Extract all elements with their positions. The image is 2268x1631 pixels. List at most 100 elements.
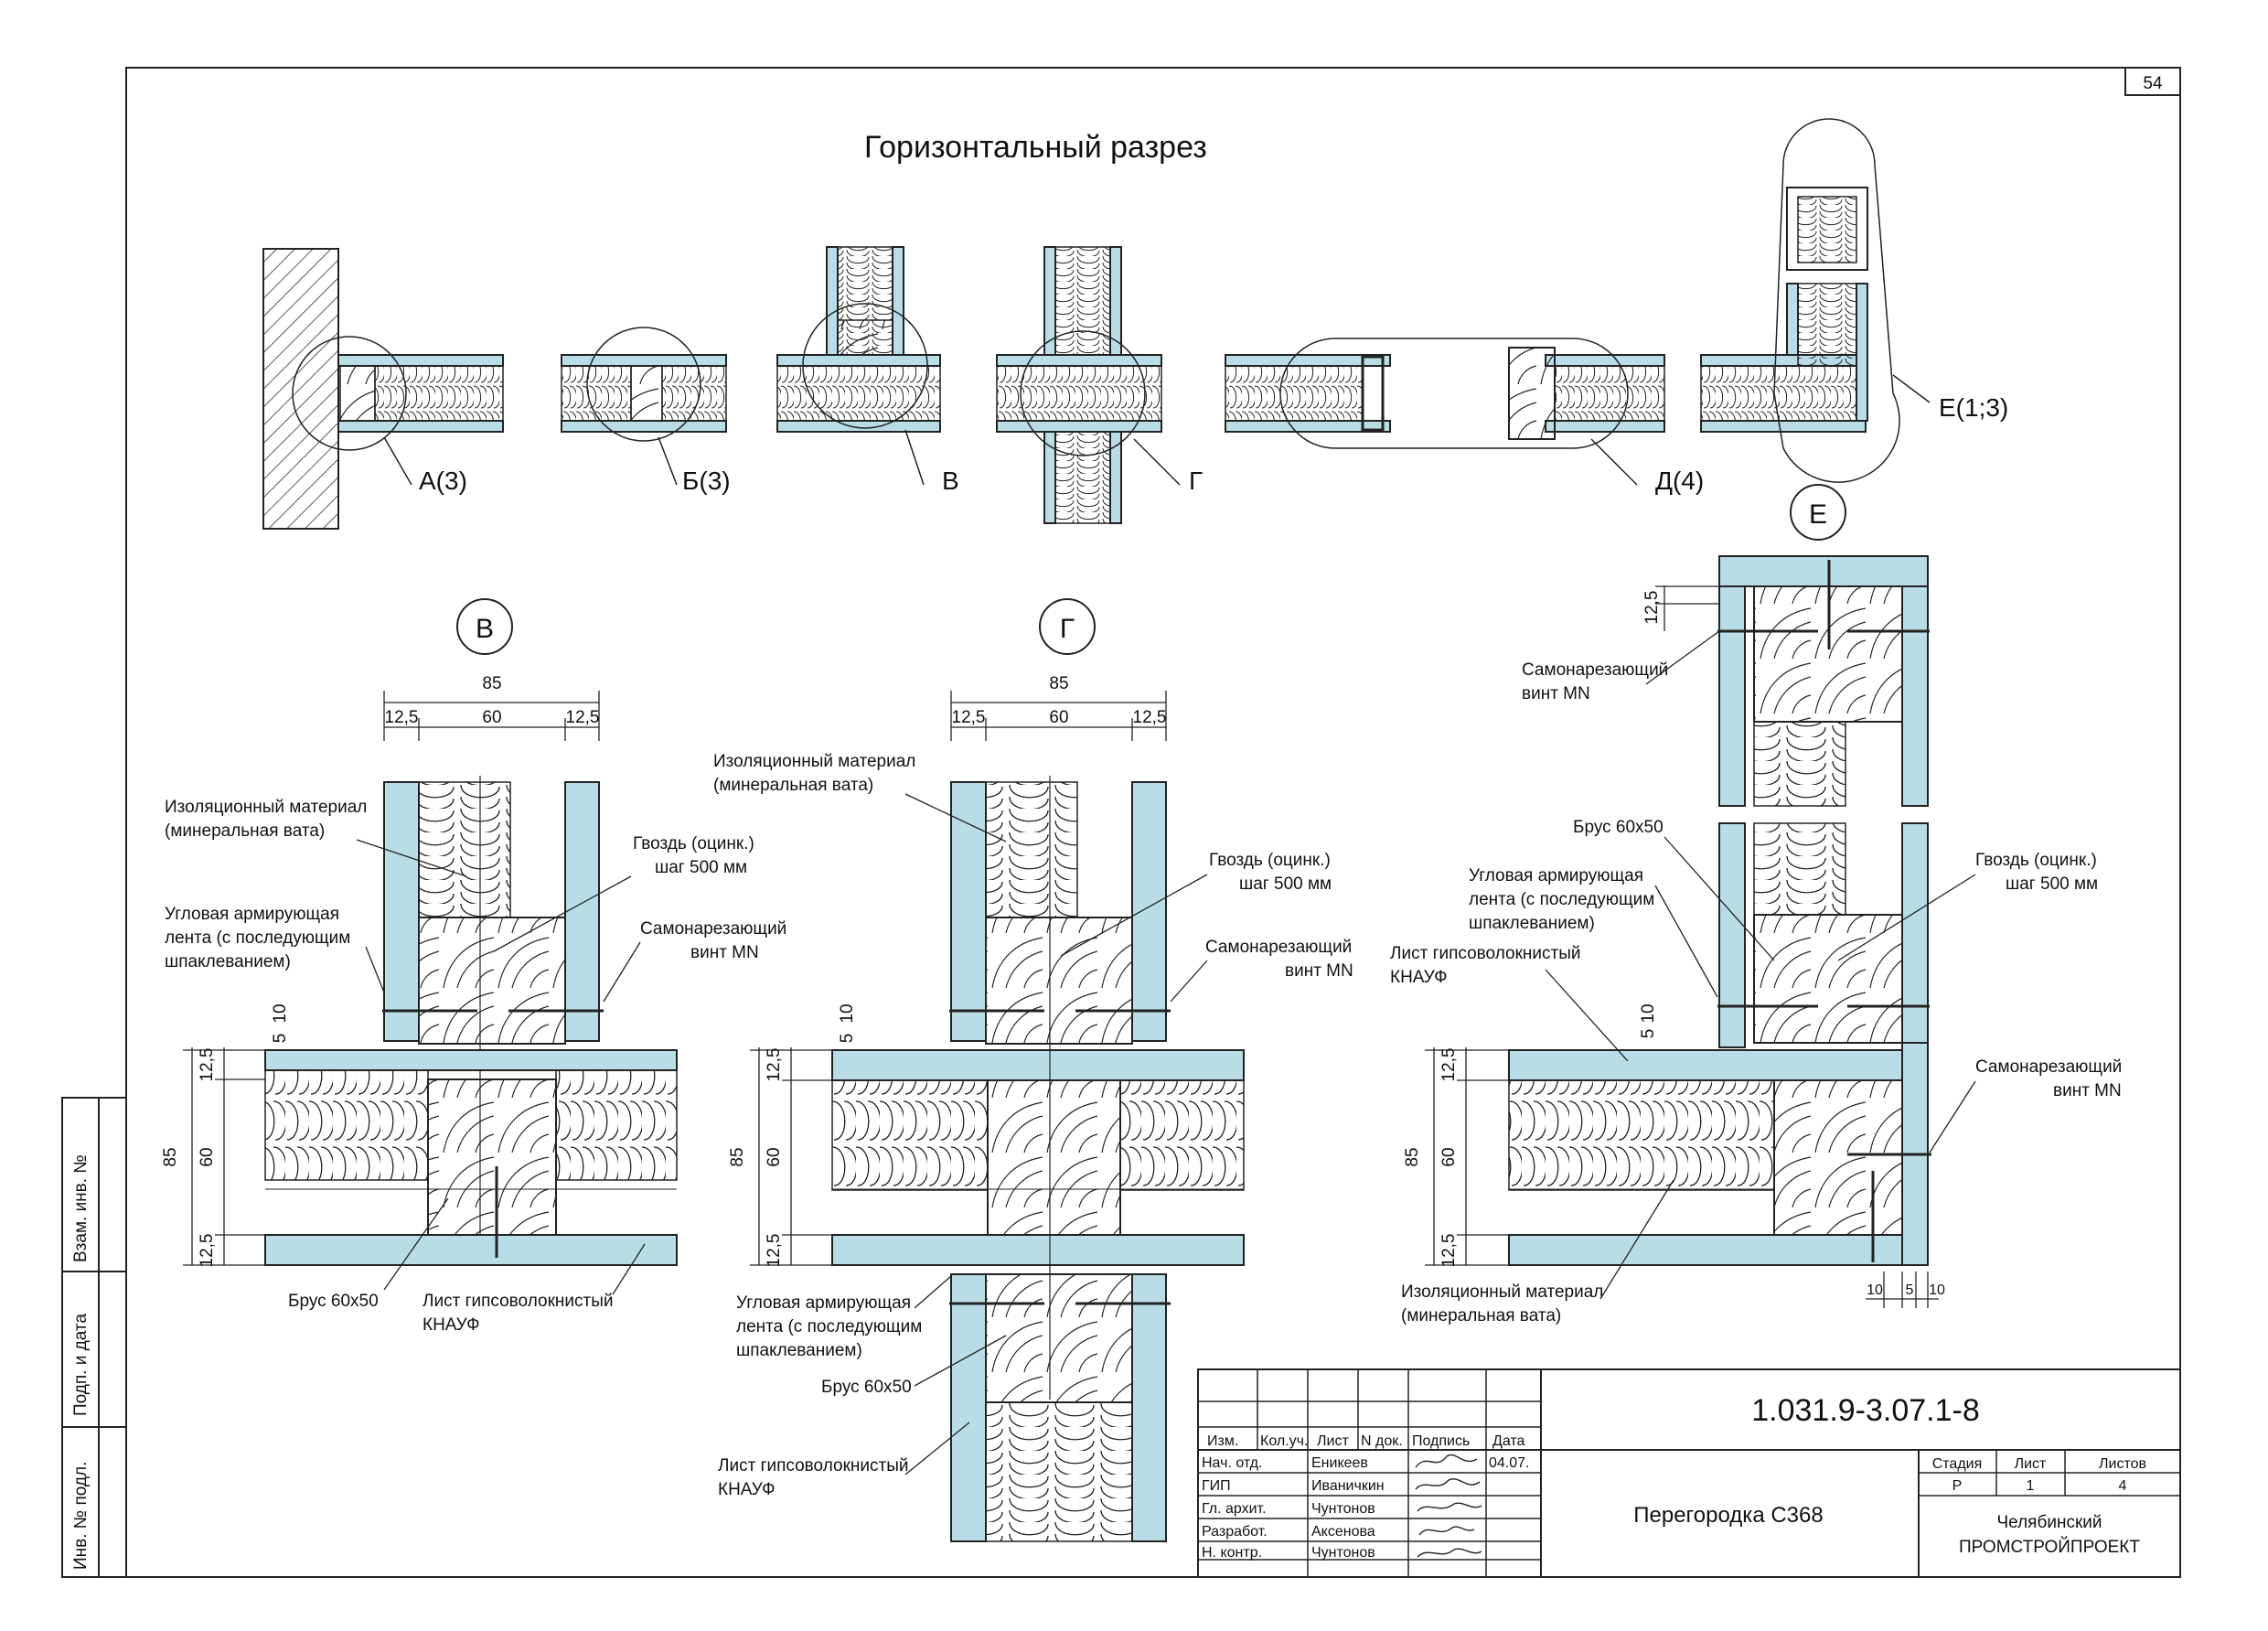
dim-g-h-bottom: 12,5: [765, 1234, 784, 1268]
dim-v-h-core: 60: [198, 1147, 217, 1166]
e-screw-top-1: Самонарезающий: [1522, 660, 1668, 680]
dim-g-gap5: 5: [838, 1034, 857, 1044]
detail-g: Г 85 12,5 60 12,5 85 60: [713, 598, 1353, 1542]
sheet-hdr: Лист: [2015, 1456, 2047, 1472]
row-role: ГИП: [1202, 1478, 1231, 1494]
dim-e-gap10: 10: [1639, 1003, 1658, 1023]
e-screw-right-1: Самонарезающий: [1975, 1057, 2122, 1077]
dim-e-gap5: 5: [1639, 1029, 1658, 1039]
row-role: Гл. архит.: [1202, 1501, 1267, 1517]
detail-e-label: Е: [1809, 499, 1827, 530]
e-screw-right-2: винт MN: [2053, 1081, 2122, 1100]
dim-e-h-total: 85: [1403, 1147, 1422, 1166]
g-tape-2: лента (с последующим: [736, 1317, 922, 1336]
e-nail-2: шаг 500 мм: [2006, 875, 2098, 894]
sheet-frame: 54: [125, 67, 2181, 1578]
e-board-2: КНАУФ: [1390, 968, 1448, 987]
detail-e: Е 12,5 85 60 12,5 12,5: [1390, 484, 2122, 1325]
v-beam: Брус 60х50: [288, 1292, 379, 1311]
org-line-1: Челябинский: [1996, 1513, 2102, 1532]
dim-v-gap10: 10: [271, 1003, 290, 1023]
row-name: Иваничкин: [1311, 1478, 1385, 1494]
e-beam: Брус 60х50: [1573, 818, 1664, 837]
e-tape-1: Угловая армирующая: [1469, 866, 1643, 885]
e-screw-top-2: винт MN: [1522, 684, 1590, 703]
sheet-number: 54: [2143, 74, 2163, 93]
dim-g-right: 12,5: [1133, 708, 1167, 727]
stage-val: Р: [1952, 1478, 1963, 1494]
row-name: Чунтонов: [1311, 1501, 1375, 1517]
title-block: 1.031.9-3.07.1-8 Изм. Кол.уч. Лист N док…: [1197, 1368, 2181, 1578]
dim-v-right: 12,5: [566, 708, 600, 727]
dim-g-h-top: 12,5: [765, 1048, 784, 1082]
dim-g-total: 85: [1049, 674, 1068, 693]
dim-e-b3: 10: [1929, 1282, 1945, 1298]
row-date: 04.07.: [1489, 1455, 1529, 1471]
v-insulation-1: Изоляционный материал: [165, 798, 367, 817]
sheets-val: 4: [2119, 1478, 2127, 1494]
detail-v-label: В: [476, 614, 494, 644]
row-role: Н. контр.: [1202, 1545, 1262, 1561]
side-inv-label: Инв. № подл.: [71, 1462, 91, 1570]
g-insulation-1: Изоляционный материал: [713, 752, 915, 771]
scheme-e: Е(1;3): [1700, 118, 2008, 483]
row-role: Нач. отд.: [1202, 1455, 1262, 1471]
row-name: Чунтонов: [1311, 1545, 1375, 1561]
g-nail-1: Гвоздь (оцинк.): [1209, 851, 1331, 870]
v-tape-2: лента (с последующим: [165, 928, 350, 948]
scheme-b: Б(3): [561, 327, 731, 495]
hdr-izm: Изм.: [1207, 1433, 1238, 1449]
detail-v: В 85 12,5 60 12,5 85: [161, 598, 786, 1335]
e-insulation-1: Изоляционный материал: [1401, 1282, 1603, 1302]
side-stamp: Инв. № подл. Подп. и дата Взам. инв. №: [61, 1097, 127, 1578]
v-nail-2: шаг 500 мм: [655, 858, 747, 877]
e-tape-3: шпаклеванием): [1469, 914, 1595, 933]
scheme-d: Д(4): [1225, 338, 1704, 495]
g-insulation-2: (минеральная вата): [713, 776, 873, 795]
v-insulation-2: (минеральная вата): [165, 821, 325, 841]
v-nail-1: Гвоздь (оцинк.): [633, 834, 754, 853]
scheme-a: А(3): [262, 248, 504, 530]
signatures: [1415, 1454, 1482, 1558]
callout-a: А(3): [419, 467, 467, 495]
sheets-hdr: Листов: [2099, 1456, 2146, 1472]
callout-g: Г: [1189, 467, 1203, 495]
sheet-val: 1: [2027, 1478, 2035, 1494]
e-tape-2: лента (с последующим: [1469, 890, 1654, 909]
hdr-date: Дата: [1492, 1433, 1525, 1449]
g-screw-1: Самонарезающий: [1205, 938, 1352, 957]
callout-d: Д(4): [1655, 467, 1704, 495]
v-board-2: КНАУФ: [423, 1315, 480, 1335]
row-name: Аксенова: [1311, 1524, 1375, 1540]
g-board-2: КНАУФ: [718, 1480, 776, 1499]
dim-e-h-core: 60: [1439, 1147, 1459, 1166]
callout-e: Е(1;3): [1939, 393, 2008, 422]
dim-e-top: 12,5: [1642, 591, 1662, 625]
dim-e-h-bottom: 12,5: [1439, 1234, 1459, 1268]
e-nail-1: Гвоздь (оцинк.): [1975, 851, 2097, 870]
dim-g-h-total: 85: [728, 1147, 747, 1166]
row-role: Разработ.: [1202, 1524, 1268, 1540]
dim-v-total: 85: [482, 674, 501, 693]
stage-hdr: Стадия: [1932, 1456, 1983, 1472]
g-tape-1: Угловая армирующая: [736, 1293, 911, 1313]
e-board-1: Лист гипсоволокнистый: [1390, 944, 1580, 963]
hdr-sign: Подпись: [1412, 1433, 1470, 1449]
doc-code: 1.031.9-3.07.1-8: [1751, 1393, 1980, 1428]
v-tape-1: Угловая армирующая: [165, 905, 339, 924]
v-screw-1: Самонарезающий: [640, 919, 786, 939]
dim-e-h-top: 12,5: [1439, 1048, 1459, 1082]
row-name: Еникеев: [1311, 1455, 1368, 1471]
title-block-headers: Изм. Кол.уч. Лист N док. Подпись Дата: [1207, 1433, 1525, 1449]
dim-g-h-core: 60: [765, 1147, 784, 1166]
title-block-rows: Нач. отд. Еникеев 04.07. ГИП Иваничкин Г…: [1202, 1455, 1529, 1561]
dim-g-left: 12,5: [952, 708, 986, 727]
v-tape-3: шпаклеванием): [165, 952, 291, 971]
dim-e-b1: 10: [1867, 1282, 1883, 1298]
g-screw-2: винт MN: [1285, 961, 1353, 981]
g-tape-3: шпаклеванием): [736, 1341, 862, 1360]
hdr-ndoc: N док.: [1361, 1433, 1403, 1449]
scheme-g: Г: [996, 246, 1203, 524]
dim-v-gap: 5: [271, 1034, 290, 1044]
callout-v: В: [942, 467, 959, 495]
